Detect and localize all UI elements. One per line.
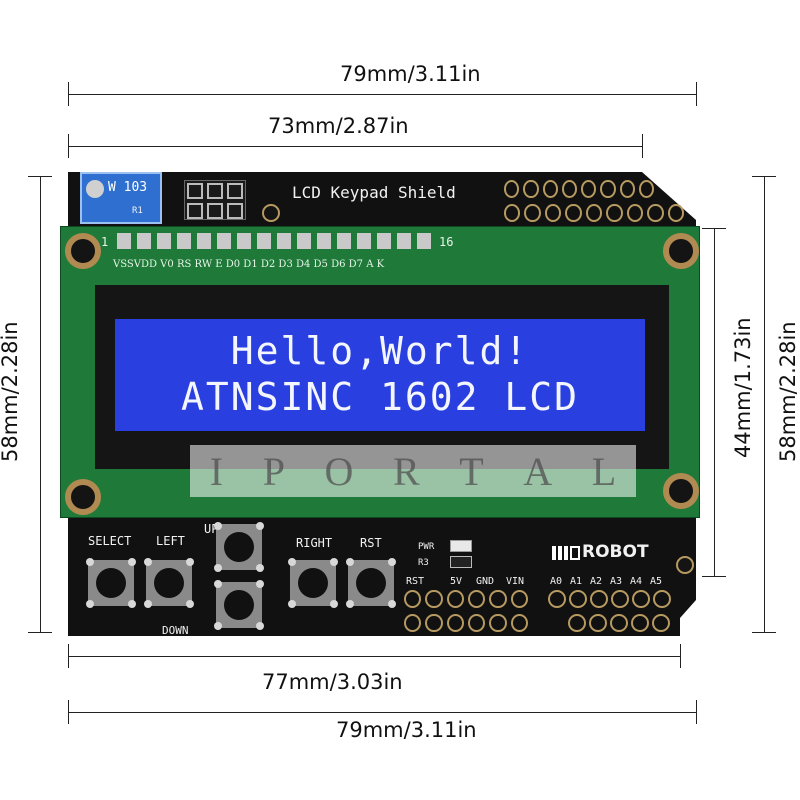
lcd-screen: Hello,World! ATNSINC 1602 LCD <box>115 319 645 431</box>
lcd-mounting-hole <box>65 479 101 515</box>
lcd-line-1: Hello,World! <box>230 329 530 373</box>
watermark-letter: O <box>324 448 354 494</box>
lcd-mounting-hole <box>65 233 101 269</box>
analog-pin-label: A5 <box>650 576 663 587</box>
right-inner-top-tick <box>702 228 726 229</box>
down-button-label: DOWN <box>162 624 189 637</box>
pin-first-label: 1 <box>101 235 109 249</box>
right-button-label: RIGHT <box>296 536 333 550</box>
lcd-pin-header <box>117 233 433 251</box>
analog-pin-label: A3 <box>610 576 623 587</box>
pwr-label: PWR <box>418 542 435 552</box>
bottom-inner-dimension-line <box>68 656 680 657</box>
right-inner-bottom-tick <box>702 576 726 577</box>
rst-button[interactable] <box>346 558 396 608</box>
top-outer-dimension-line <box>68 94 696 95</box>
top-outer-dimension-label: 79mm/3.11in <box>340 62 481 86</box>
watermark: I P O R T A L <box>190 445 636 497</box>
jumper-header <box>184 180 246 220</box>
watermark-letter: R <box>392 448 420 494</box>
bottom-inner-right-tick <box>680 644 681 668</box>
right-outer-dimension-line <box>764 176 765 632</box>
bottom-outer-dimension-line <box>68 712 696 713</box>
pin-last-label: 16 <box>439 235 454 249</box>
robot-logo-icon <box>552 546 580 560</box>
top-outer-left-tick <box>68 82 69 106</box>
board-title: LCD Keypad Shield <box>292 183 456 202</box>
left-top-tick <box>28 176 52 177</box>
jumper-pin <box>207 183 223 199</box>
down-button[interactable] <box>214 580 264 630</box>
up-button[interactable] <box>214 522 264 572</box>
left-button-cap <box>154 568 184 598</box>
top-inner-right-tick <box>642 134 643 158</box>
power-pin-label: RST <box>406 576 425 587</box>
left-button-label: LEFT <box>156 534 185 548</box>
rst-button-cap <box>356 568 386 598</box>
analog-header <box>548 590 672 608</box>
left-bottom-tick <box>28 632 52 633</box>
bottom-outer-right-tick <box>696 700 697 724</box>
jumper-pin <box>227 183 243 199</box>
mounting-hole <box>262 204 280 222</box>
watermark-letter: T <box>459 448 484 494</box>
potentiometer-ref: R1 <box>132 206 143 216</box>
watermark-letter: L <box>591 448 617 494</box>
watermark-letter: I <box>209 448 224 494</box>
down-button-cap <box>224 590 254 620</box>
mounting-hole <box>676 556 694 574</box>
lcd-mounting-hole <box>663 233 699 269</box>
watermark-letter: A <box>523 448 553 494</box>
bottom-inner-left-tick <box>68 644 69 668</box>
top-outer-right-tick <box>696 82 697 106</box>
digital-header-bottom <box>504 204 684 222</box>
r3-resistor <box>450 556 472 568</box>
bottom-outer-dimension-label: 79mm/3.11in <box>336 718 477 742</box>
analog-pin-label: A2 <box>590 576 603 587</box>
potentiometer-label: W 103 <box>108 180 148 195</box>
lcd-bezel: Hello,World! ATNSINC 1602 LCD <box>95 285 669 469</box>
up-button-cap <box>224 532 254 562</box>
jumper-pin <box>227 203 243 219</box>
digital-header-top <box>504 180 654 198</box>
bottom-outer-left-tick <box>68 700 69 724</box>
select-button[interactable] <box>86 558 136 608</box>
brand-label: ROBOT <box>582 542 649 562</box>
jumper-pin <box>187 203 203 219</box>
top-inner-dimension-line <box>68 146 642 147</box>
right-button[interactable] <box>288 558 338 608</box>
right-outer-bottom-tick <box>752 632 776 633</box>
power-header-lower <box>404 614 528 632</box>
analog-pin-label: A0 <box>550 576 563 587</box>
top-inner-dimension-label: 73mm/2.87in <box>268 114 409 138</box>
lcd-module: 1 16 VSSVDD V0 RS RW E D0 D1 D2 D3 D4 D5… <box>60 226 700 518</box>
power-pin-label: VIN <box>506 576 525 587</box>
analog-pin-label: A1 <box>570 576 583 587</box>
left-button[interactable] <box>144 558 194 608</box>
lcd-mounting-hole <box>663 473 699 509</box>
left-dimension-line <box>40 176 41 632</box>
analog-header-lower <box>568 614 672 632</box>
power-pin-label: GND <box>476 576 495 587</box>
right-outer-top-tick <box>752 176 776 177</box>
lcd-pin-labels: VSSVDD V0 RS RW E D0 D1 D2 D3 D4 D5 D6 D… <box>113 259 385 270</box>
rst-button-label: RST <box>360 536 382 550</box>
select-button-cap <box>96 568 126 598</box>
bottom-inner-dimension-label: 77mm/3.03in <box>262 670 403 694</box>
right-inner-dimension-line <box>714 228 715 576</box>
jumper-pin <box>207 203 223 219</box>
lcd-line-2: ATNSINC 1602 LCD <box>180 375 580 419</box>
r3-label: R3 <box>418 558 429 568</box>
pwr-led <box>450 540 472 552</box>
potentiometer[interactable]: W 103 R1 <box>80 172 162 224</box>
select-button-label: SELECT <box>88 534 132 548</box>
top-inner-left-tick <box>68 134 69 158</box>
power-pin-label: 5V <box>450 576 463 587</box>
right-button-cap <box>298 568 328 598</box>
jumper-pin <box>187 183 203 199</box>
power-header <box>404 590 528 608</box>
potentiometer-screw-icon <box>86 180 104 198</box>
watermark-letter: P <box>262 448 285 494</box>
analog-pin-label: A4 <box>630 576 643 587</box>
